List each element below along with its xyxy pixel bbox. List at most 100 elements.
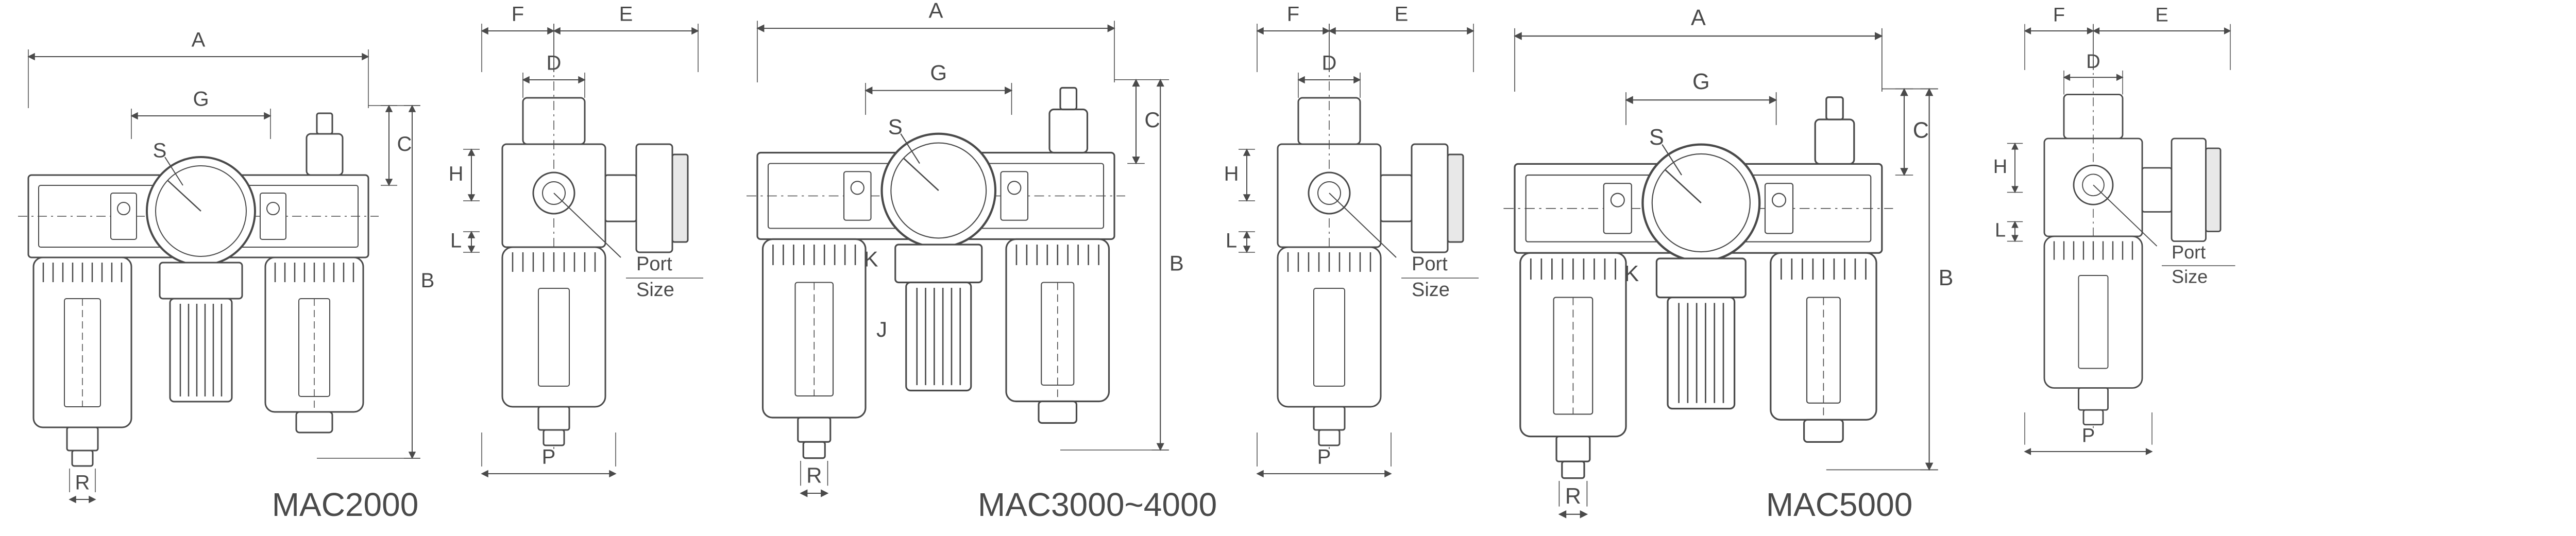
dimension-arrow (609, 470, 617, 478)
dimension-arrow (553, 27, 561, 35)
gauge-stem (2141, 167, 2173, 213)
dimension-arrow (1132, 78, 1140, 87)
side-gauge-rim (2205, 147, 2222, 232)
dimension-arrow (1875, 32, 1883, 40)
dimension-arrow (522, 76, 530, 84)
dim-label-c-0: C (397, 133, 412, 155)
dimension-arrow (756, 24, 765, 32)
dimension-arrow (1925, 88, 1934, 96)
dimension-arrow (1156, 78, 1164, 87)
lubricator-bottom (1038, 400, 1078, 424)
connector-block (260, 193, 286, 240)
dimension-arrow (1353, 76, 1361, 84)
leader-line (1662, 144, 1682, 176)
dimension-arrow (1243, 246, 1251, 253)
port-bolt (1007, 181, 1022, 195)
regulator-body (894, 244, 983, 284)
dim-label-b-2: B (1939, 266, 1954, 290)
dim-label-e-0: E (619, 3, 633, 26)
side-gauge (2171, 137, 2207, 242)
dim-label-e-2: E (2155, 5, 2168, 26)
dimension-arrow (1384, 470, 1392, 478)
dimension-arrow (385, 105, 393, 112)
drain-valve (66, 426, 99, 452)
caption-mac2000: MAC2000 (272, 486, 419, 523)
dimension-arrow (69, 495, 76, 504)
dim-label-f-2: F (2053, 5, 2065, 26)
dimension-arrow (2145, 448, 2153, 455)
dim-label-a-0: A (192, 29, 206, 51)
dimension-arrow (1132, 157, 1140, 165)
dim-label-f-0: F (512, 3, 524, 26)
dimension-arrow (1769, 96, 1777, 104)
dimension-arrow (467, 231, 476, 238)
dimension-arrow (385, 179, 393, 186)
connector-block (110, 193, 137, 240)
dim-label-r-1: R (806, 463, 822, 488)
dimension-arrow (264, 112, 272, 120)
unit-sight-glass (538, 288, 570, 387)
dimension-arrow (1256, 27, 1264, 35)
lubricator-cap (306, 133, 344, 176)
dim-label-c-1: C (1144, 108, 1160, 132)
dim-label-b-0: B (421, 269, 435, 292)
dim-label-a-2: A (1691, 6, 1706, 30)
regulator-bonnet (169, 298, 233, 403)
dimension-arrow (2011, 142, 2019, 150)
gauge-needle (167, 180, 201, 212)
dim-label-r-0: R (75, 472, 90, 494)
caption-mac5000: MAC5000 (1766, 486, 1913, 523)
unit-drain (1313, 406, 1346, 431)
dim-label-l-0: L (450, 230, 462, 252)
dimension-arrow (1558, 510, 1567, 518)
drain-valve (1555, 435, 1591, 462)
lubricator-cap (1048, 108, 1089, 154)
dim-label-e-1: E (1395, 3, 1409, 26)
connector-block (843, 171, 872, 221)
dimension-arrow (2024, 27, 2031, 34)
dimension-arrow (1900, 168, 1908, 176)
dim-label-a-1: A (928, 0, 943, 23)
port-bolt (1771, 193, 1787, 208)
dim-label-g-1: G (930, 60, 947, 84)
dimension-arrow (2092, 27, 2100, 34)
port-bolt (850, 181, 865, 195)
dim-label-l-2: L (1995, 220, 2006, 241)
dimension-arrow (2116, 74, 2124, 81)
side-gauge-rim (671, 153, 689, 243)
dim-label-p-2: P (2082, 425, 2095, 447)
dimension-arrow (547, 27, 555, 35)
side-gauge (1411, 143, 1449, 253)
unit-drain-tip (1318, 429, 1341, 446)
dimension-arrow (408, 452, 416, 459)
unit-drain (537, 406, 570, 431)
leader-line (2093, 184, 2158, 247)
dim-label-s-2: S (1649, 125, 1664, 150)
dim-label-f-1: F (1287, 3, 1299, 26)
connector-block (1603, 183, 1632, 234)
port-bolt (1610, 193, 1625, 208)
dim-label-g-0: G (193, 88, 209, 111)
drain-valve (797, 417, 832, 443)
dimension-arrow (27, 53, 35, 61)
dimension-arrow (481, 470, 488, 478)
unit-drain (2078, 387, 2109, 411)
label-size-0: Size (636, 279, 674, 301)
regulator-bonnet (905, 281, 972, 392)
drain-tip (71, 449, 94, 467)
dimension-arrow (691, 27, 699, 35)
dim-label-h-2: H (1993, 156, 2007, 178)
dim-label-l-1: L (1226, 230, 1237, 252)
gauge-needle (903, 158, 939, 191)
dimension-arrow (1900, 88, 1908, 96)
unit-sight-glass (1313, 288, 1345, 387)
dimension-arrow (1514, 32, 1522, 40)
dimension-arrow (89, 495, 96, 504)
dim-label-p-1: P (1317, 446, 1331, 469)
